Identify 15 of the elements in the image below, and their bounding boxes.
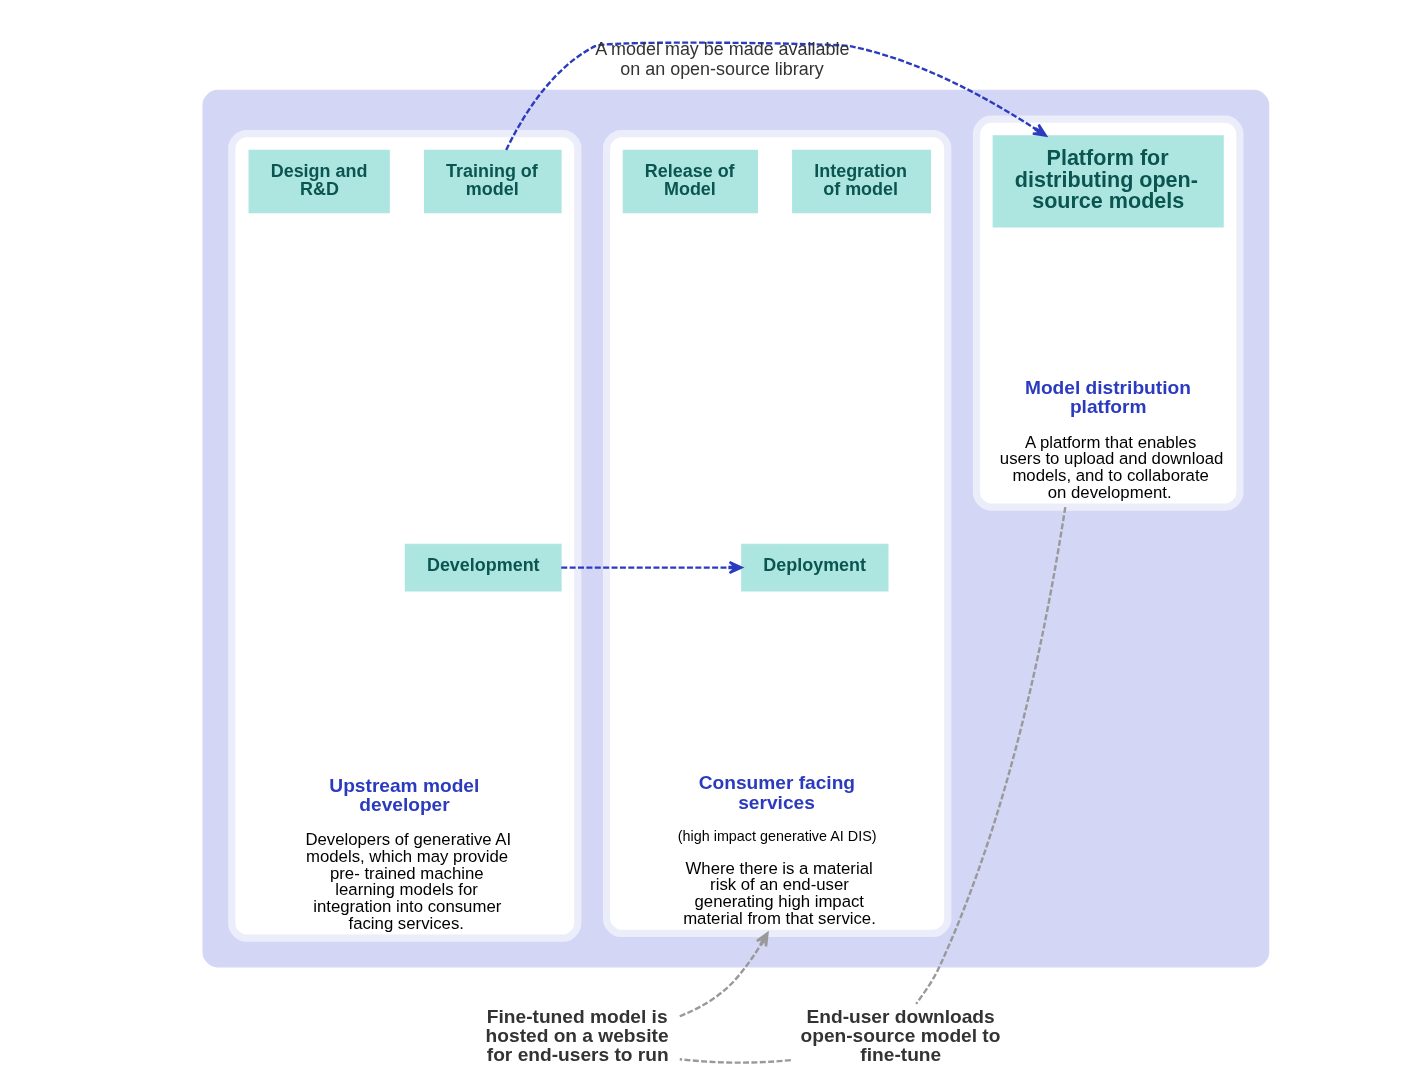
node-box: Platform for distributing open-source models — [992, 135, 1224, 228]
cluster — [201, 89, 1269, 968]
node-box: Development — [404, 543, 562, 592]
arrow — [678, 932, 769, 1018]
arrow — [560, 561, 743, 575]
node-box: Release of Model — [622, 149, 758, 214]
node-box: Training of model — [423, 149, 562, 214]
node-box: Integration of model — [791, 149, 931, 214]
node-box: Design and R&D — [248, 149, 390, 214]
connector — [679, 1058, 791, 1064]
node-text: End-user downloads open-source model to fine-tune — [799, 1005, 1000, 1066]
arrow — [504, 41, 1047, 151]
node-text: Fine-tuned model is hosted on a website for end-users to run — [485, 1005, 669, 1066]
node-box: Deployment — [740, 543, 888, 592]
connector — [914, 506, 1066, 1005]
